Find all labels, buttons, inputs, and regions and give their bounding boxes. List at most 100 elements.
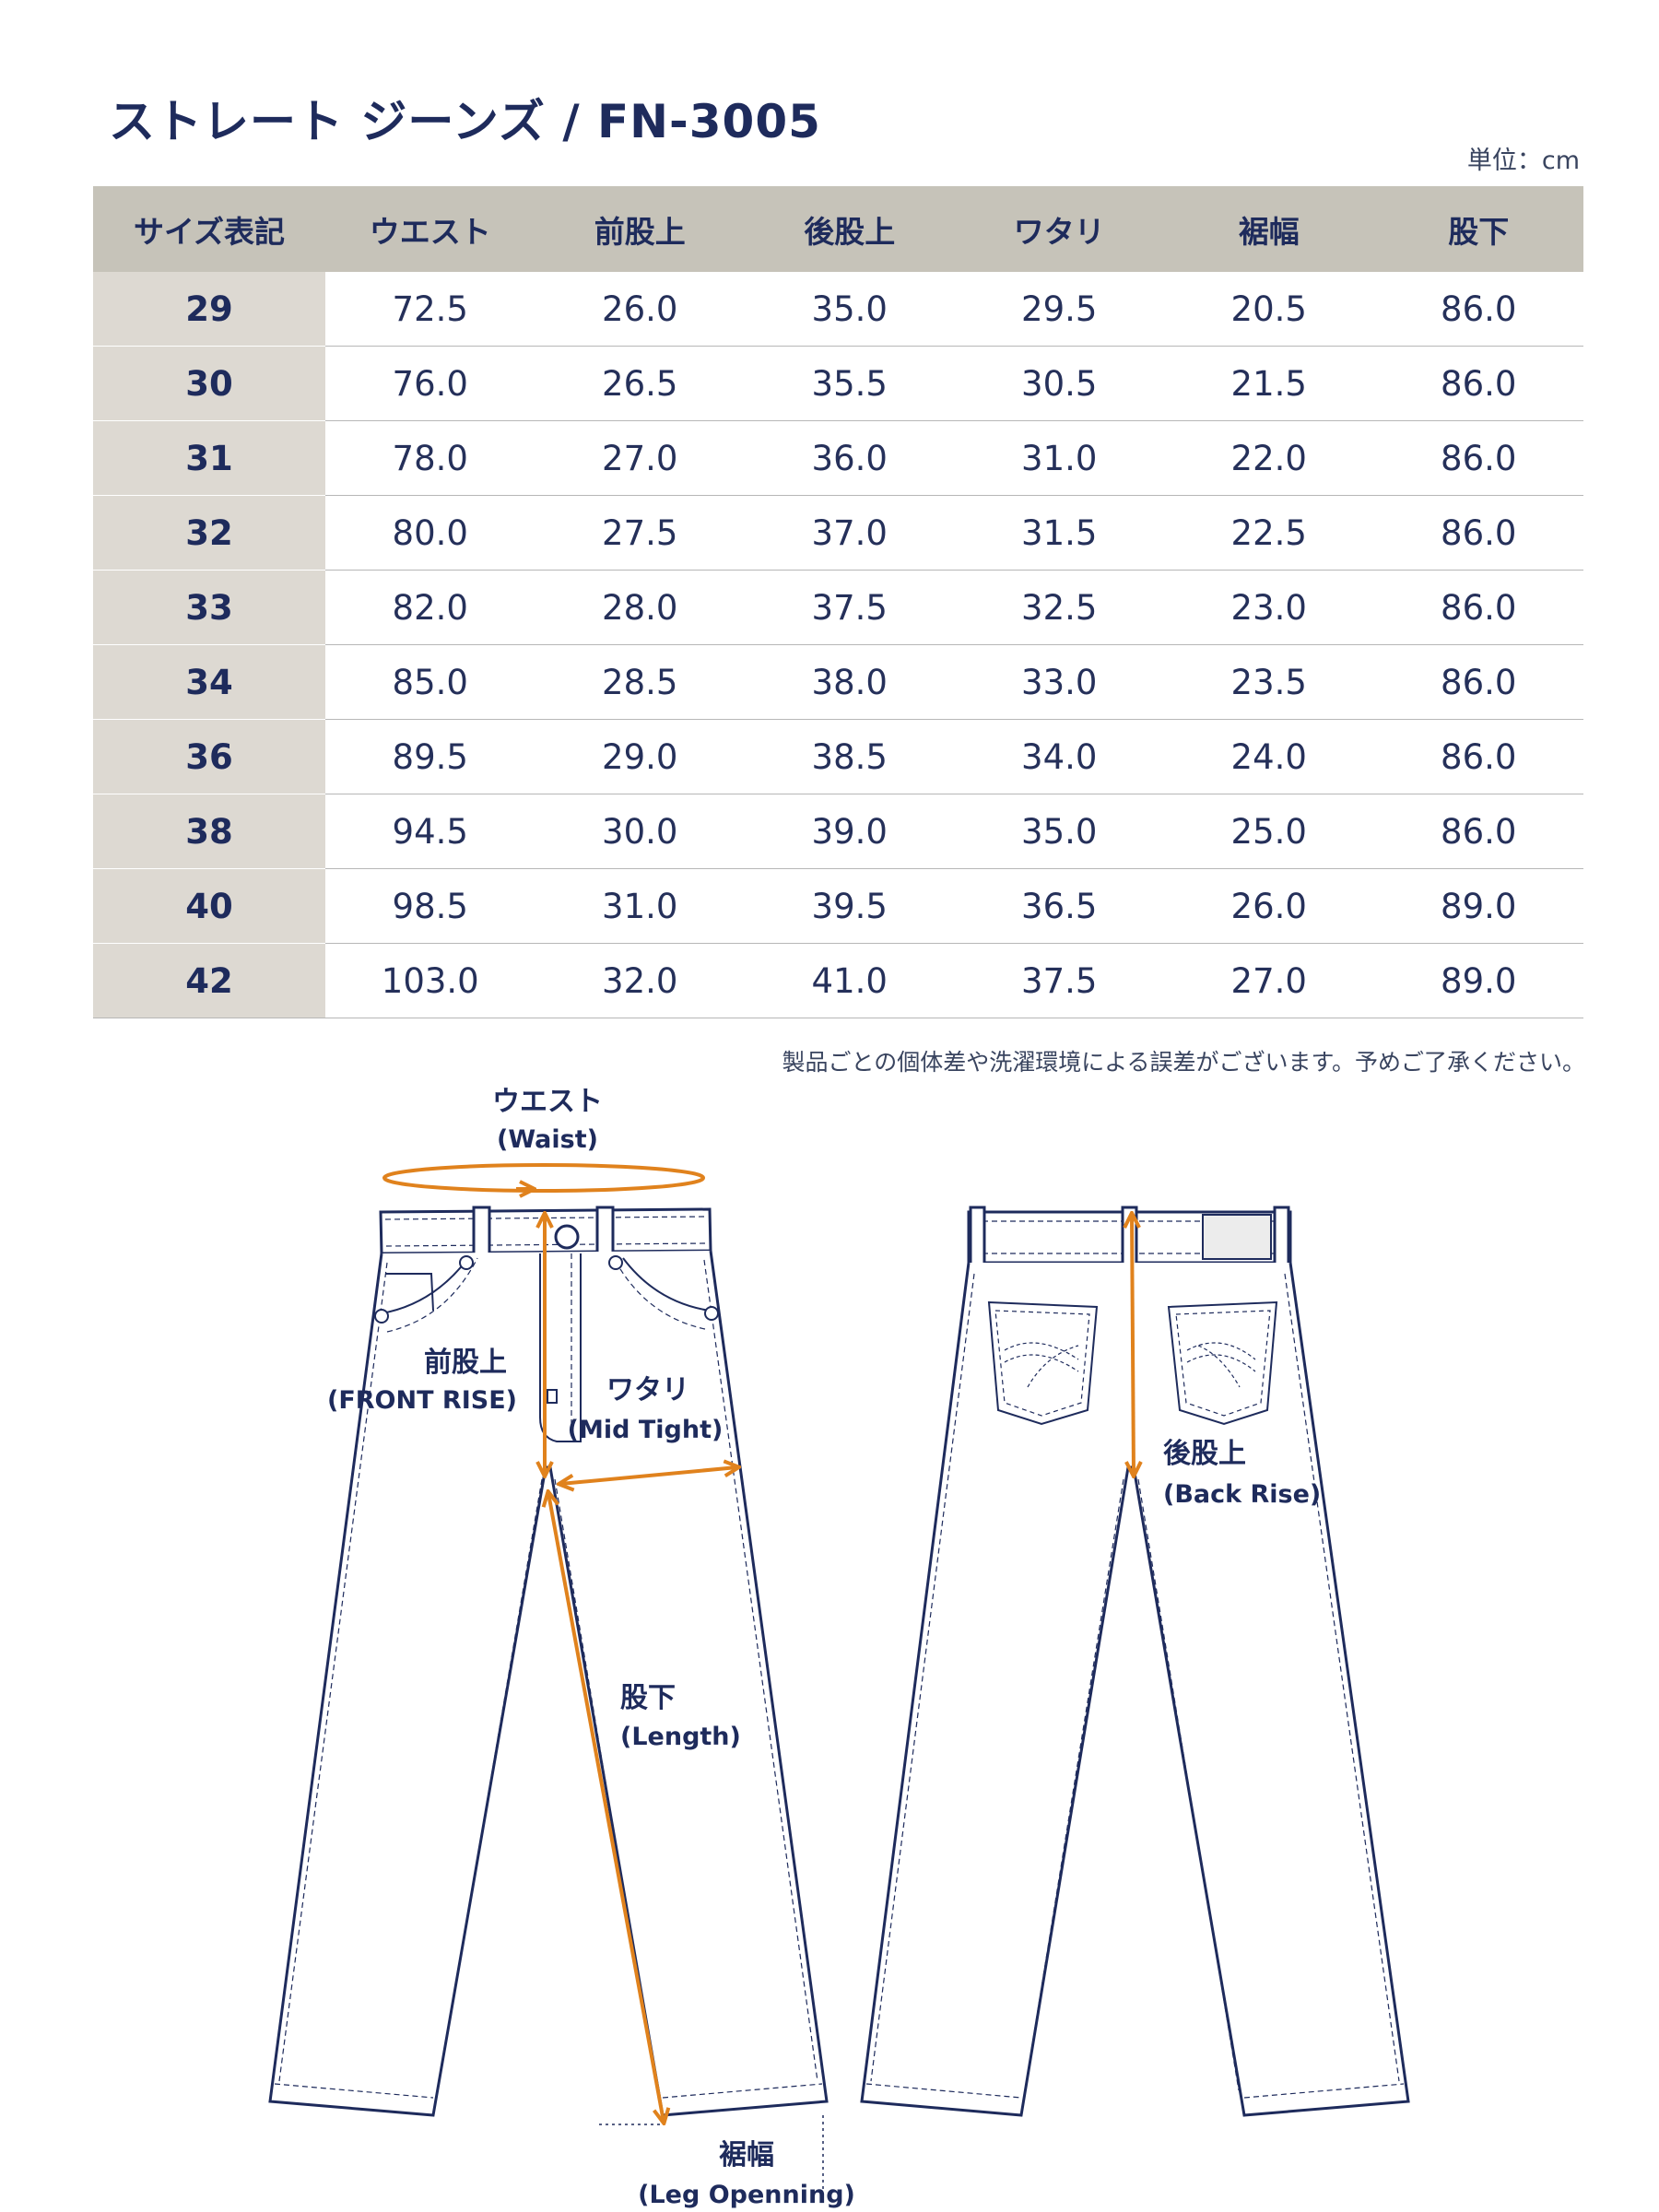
table-row: 29 72.5 26.0 35.0 29.5 20.5 86.0 [93, 272, 1583, 347]
table-cell: 27.5 [535, 495, 745, 571]
measurement-arrows-back [1132, 1215, 1134, 1475]
size-cell: 40 [93, 868, 325, 944]
table-cell: 36.5 [954, 868, 1164, 944]
table-cell: 86.0 [1373, 420, 1583, 496]
table-row: 38 94.5 30.0 39.0 35.0 25.0 86.0 [93, 794, 1583, 869]
table-cell: 22.0 [1164, 420, 1374, 496]
table-cell: 38.0 [745, 644, 955, 720]
table-cell: 20.5 [1164, 272, 1374, 347]
leg-opening-label-ja: 裾幅 [719, 2139, 774, 2171]
mid-tight-label-en: (Mid Tight) [568, 1416, 724, 1444]
table-cell: 28.0 [535, 570, 745, 645]
table-row: 30 76.0 26.5 35.5 30.5 21.5 86.0 [93, 346, 1583, 421]
size-cell: 34 [93, 644, 325, 720]
header-back-rise: 後股上 [745, 186, 955, 272]
table-cell: 33.0 [954, 644, 1164, 720]
page-title: ストレート ジーンズ / FN-3005 [109, 95, 821, 148]
table-row: 31 78.0 27.0 36.0 31.0 22.0 86.0 [93, 420, 1583, 496]
table-cell: 86.0 [1373, 719, 1583, 794]
length-label-ja: 股下 [620, 1682, 676, 1714]
size-cell: 33 [93, 570, 325, 645]
waist-label-en: (Waist) [497, 1125, 598, 1154]
table-cell: 35.0 [745, 272, 955, 347]
table-cell: 29.5 [954, 272, 1164, 347]
table-cell: 31.0 [954, 420, 1164, 496]
table-cell: 23.5 [1164, 644, 1374, 720]
disclaimer-note: 製品ごとの個体差や洗濯環境による誤差がございます。予めご了承ください。 [782, 1049, 1585, 1076]
back-jeans-illustration [860, 1206, 1410, 2117]
table-cell: 39.0 [745, 794, 955, 869]
table-cell: 21.5 [1164, 346, 1374, 421]
table-cell: 35.5 [745, 346, 955, 421]
table-cell: 37.5 [745, 570, 955, 645]
table-cell: 26.0 [535, 272, 745, 347]
jeans-measurement-diagram: ウエスト (Waist) 前股上 (FRONT RISE) ワタリ (Mid T… [268, 1086, 1410, 2209]
table-row: 33 82.0 28.0 37.5 32.5 23.0 86.0 [93, 570, 1583, 645]
table-cell: 25.0 [1164, 794, 1374, 869]
table-cell: 94.5 [325, 794, 535, 869]
size-cell: 30 [93, 346, 325, 421]
table-cell: 76.0 [325, 346, 535, 421]
size-cell: 38 [93, 794, 325, 869]
table-cell: 22.5 [1164, 495, 1374, 571]
table-cell: 28.5 [535, 644, 745, 720]
unit-label: 単位：cm [1466, 147, 1580, 175]
measurement-arrows-front [382, 1163, 737, 2122]
table-cell: 31.5 [954, 495, 1164, 571]
header-waist: ウエスト [325, 186, 535, 272]
table-cell: 86.0 [1373, 794, 1583, 869]
table-cell: 89.0 [1373, 868, 1583, 944]
table-cell: 23.0 [1164, 570, 1374, 645]
header-length: 股下 [1373, 186, 1583, 272]
table-cell: 98.5 [325, 868, 535, 944]
table-cell: 30.0 [535, 794, 745, 869]
table-cell: 89.0 [1373, 943, 1583, 1018]
size-cell: 42 [93, 943, 325, 1018]
size-cell: 36 [93, 719, 325, 794]
table-cell: 30.5 [954, 346, 1164, 421]
table-cell: 34.0 [954, 719, 1164, 794]
table-cell: 86.0 [1373, 346, 1583, 421]
table-row: 42 103.0 32.0 41.0 37.5 27.0 89.0 [93, 943, 1583, 1018]
table-header-row: サイズ表記 ウエスト 前股上 後股上 ワタリ 裾幅 股下 [93, 186, 1583, 272]
front-rise-label-ja: 前股上 [424, 1347, 507, 1379]
table-cell: 31.0 [535, 868, 745, 944]
header-mid-tight: ワタリ [954, 186, 1164, 272]
table-cell: 29.0 [535, 719, 745, 794]
header-leg-opening: 裾幅 [1164, 186, 1374, 272]
leg-opening-label-en: (Leg Openning) [638, 2181, 855, 2209]
table-cell: 86.0 [1373, 272, 1583, 347]
table-cell: 37.0 [745, 495, 955, 571]
length-label-en: (Length) [620, 1723, 741, 1751]
table-row: 36 89.5 29.0 38.5 34.0 24.0 86.0 [93, 719, 1583, 794]
table-cell: 27.0 [1164, 943, 1374, 1018]
table-cell: 32.0 [535, 943, 745, 1018]
table-cell: 80.0 [325, 495, 535, 571]
table-cell: 35.0 [954, 794, 1164, 869]
table-cell: 26.0 [1164, 868, 1374, 944]
table-cell: 72.5 [325, 272, 535, 347]
table-cell: 85.0 [325, 644, 535, 720]
back-rise-label-ja: 後股上 [1163, 1438, 1246, 1470]
table-cell: 103.0 [325, 943, 535, 1018]
size-cell: 31 [93, 420, 325, 496]
waist-label-ja: ウエスト [492, 1086, 603, 1118]
table-cell: 89.5 [325, 719, 535, 794]
table-cell: 32.5 [954, 570, 1164, 645]
header-front-rise: 前股上 [535, 186, 745, 272]
table-cell: 86.0 [1373, 644, 1583, 720]
size-table: サイズ表記 ウエスト 前股上 後股上 ワタリ 裾幅 股下 29 72.5 26.… [93, 186, 1583, 1018]
table-cell: 36.0 [745, 420, 955, 496]
table-cell: 24.0 [1164, 719, 1374, 794]
header-size: サイズ表記 [93, 186, 325, 272]
back-rise-label-en: (Back Rise) [1163, 1480, 1321, 1509]
front-rise-label-en: (FRONT RISE) [327, 1386, 517, 1415]
table-cell: 86.0 [1373, 495, 1583, 571]
table-cell: 41.0 [745, 943, 955, 1018]
table-cell: 82.0 [325, 570, 535, 645]
size-cell: 32 [93, 495, 325, 571]
table-cell: 78.0 [325, 420, 535, 496]
table-cell: 27.0 [535, 420, 745, 496]
table-row: 32 80.0 27.5 37.0 31.5 22.5 86.0 [93, 495, 1583, 571]
table-row: 34 85.0 28.5 38.0 33.0 23.5 86.0 [93, 644, 1583, 720]
